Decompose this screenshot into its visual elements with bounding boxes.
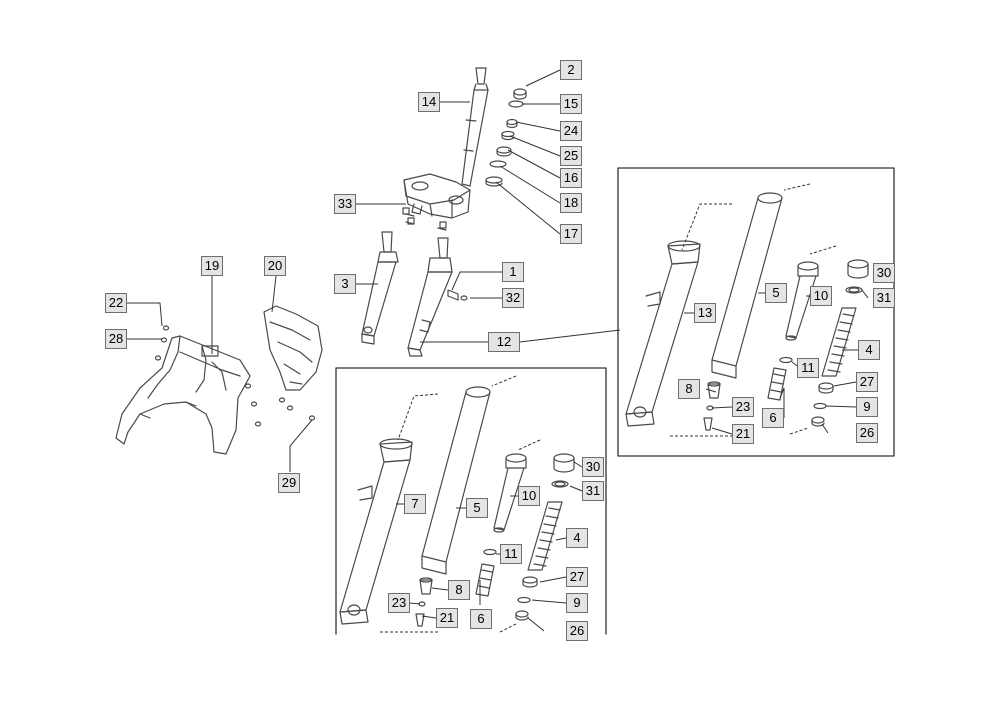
- part-callout-28[interactable]: 28: [105, 329, 127, 349]
- part-callout-11[interactable]: 11: [797, 358, 819, 378]
- fork-leg-shape: [625, 240, 701, 427]
- part-callout-14[interactable]: 14: [418, 92, 440, 112]
- spring-shape: [821, 307, 857, 377]
- bearing-stack-shape: [485, 88, 527, 187]
- part-callout-11[interactable]: 11: [500, 544, 522, 564]
- fork-tube-shape: [421, 386, 491, 575]
- fork-leg-shape: [339, 438, 413, 625]
- fender-shape: [115, 335, 251, 455]
- part-callout-18[interactable]: 18: [560, 193, 582, 213]
- triple-clamp-shape: [403, 173, 471, 219]
- spring-shape: [767, 367, 787, 401]
- steering-stem-shape: [461, 67, 489, 187]
- fork-tube-shape: [711, 192, 783, 379]
- part-callout-33[interactable]: 33: [334, 194, 356, 214]
- part-callout-31[interactable]: 31: [873, 288, 895, 308]
- part-callout-3[interactable]: 3: [334, 274, 356, 294]
- part-callout-15[interactable]: 15: [560, 94, 582, 114]
- part-callout-1[interactable]: 1: [502, 262, 524, 282]
- spring-shape: [475, 563, 495, 597]
- part-callout-27[interactable]: 27: [566, 567, 588, 587]
- part-callout-31[interactable]: 31: [582, 481, 604, 501]
- part-callout-7[interactable]: 7: [404, 494, 426, 514]
- seal-shape: [551, 453, 575, 488]
- part-callout-8[interactable]: 8: [448, 580, 470, 600]
- spring-shape: [527, 501, 563, 571]
- part-callout-26[interactable]: 26: [856, 423, 878, 443]
- part-callout-27[interactable]: 27: [856, 372, 878, 392]
- part-callout-29[interactable]: 29: [278, 473, 300, 493]
- damper-rod-shape: [785, 261, 819, 341]
- part-callout-5[interactable]: 5: [466, 498, 488, 518]
- part-callout-16[interactable]: 16: [560, 168, 582, 188]
- part-callout-24[interactable]: 24: [560, 121, 582, 141]
- part-callout-10[interactable]: 10: [810, 286, 832, 306]
- part-callout-2[interactable]: 2: [560, 60, 582, 80]
- part-callout-20[interactable]: 20: [264, 256, 286, 276]
- seal-shape: [845, 259, 869, 294]
- part-callout-23[interactable]: 23: [388, 593, 410, 613]
- part-callout-4[interactable]: 4: [858, 340, 880, 360]
- part-callout-19[interactable]: 19: [201, 256, 223, 276]
- part-callout-25[interactable]: 25: [560, 146, 582, 166]
- part-callout-12[interactable]: 12: [488, 332, 520, 352]
- inset-frame-lower: [335, 367, 607, 635]
- inset-frame-upper-right: [617, 167, 895, 457]
- fork-leg-shape: [361, 231, 399, 345]
- part-callout-26[interactable]: 26: [566, 621, 588, 641]
- part-callout-9[interactable]: 9: [856, 397, 878, 417]
- part-callout-22[interactable]: 22: [105, 293, 127, 313]
- damper-rod-shape: [493, 453, 527, 533]
- part-callout-21[interactable]: 21: [732, 424, 754, 444]
- part-callout-10[interactable]: 10: [518, 486, 540, 506]
- part-callout-23[interactable]: 23: [732, 397, 754, 417]
- part-callout-32[interactable]: 32: [502, 288, 524, 308]
- part-callout-4[interactable]: 4: [566, 528, 588, 548]
- part-callout-5[interactable]: 5: [765, 283, 787, 303]
- part-callout-6[interactable]: 6: [470, 609, 492, 629]
- part-callout-9[interactable]: 9: [566, 593, 588, 613]
- fender-bracket-shape: [263, 305, 323, 391]
- part-callout-21[interactable]: 21: [436, 608, 458, 628]
- part-callout-13[interactable]: 13: [694, 303, 716, 323]
- part-callout-8[interactable]: 8: [678, 379, 700, 399]
- fork-leg-shape: [407, 237, 453, 357]
- part-callout-30[interactable]: 30: [873, 263, 895, 283]
- part-callout-6[interactable]: 6: [762, 408, 784, 428]
- part-callout-17[interactable]: 17: [560, 224, 582, 244]
- part-callout-30[interactable]: 30: [582, 457, 604, 477]
